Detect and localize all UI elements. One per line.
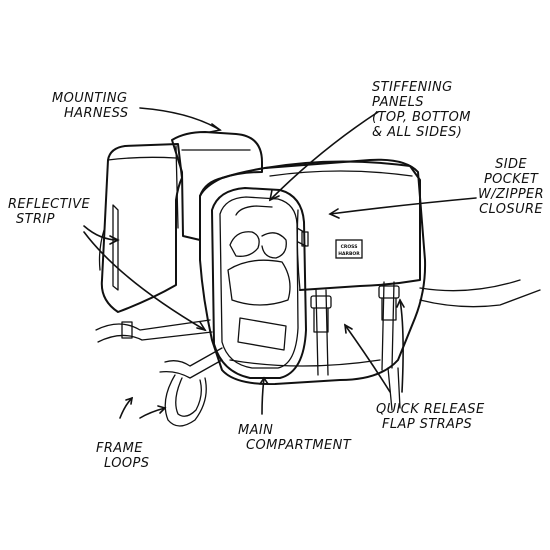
label-reflective-strip: REFLECTIVE STRIP [8, 197, 91, 227]
frame-loop-straps [95, 279, 541, 427]
brand-patch: CROSS HARBOR [335, 239, 363, 259]
label-frame-loops: FRAME LOOPS [96, 441, 150, 471]
label-main-compartment: MAIN COMPARTMENT [238, 423, 352, 453]
pointer-arrows [83, 107, 477, 419]
brand-patch-line-1: CROSS [341, 244, 358, 250]
main-compartment-opening [211, 187, 307, 379]
quick-release-straps [310, 281, 400, 376]
label-side-pocket: SIDE POCKET W/ZIPPER CLOSURE [478, 157, 545, 217]
side-pocket-zipper [301, 231, 309, 247]
mounting-harness-panel [171, 131, 263, 241]
label-mounting-harness: MOUNTING HARNESS [52, 91, 129, 121]
back-pannier [98, 143, 183, 313]
label-stiffening-panels: STIFFENING PANELS (TOP, BOTTOM & ALL SID… [372, 80, 471, 140]
brand-patch-line-2: HARBOR [338, 251, 360, 257]
label-quick-release: QUICK RELEASE FLAP STRAPS [376, 402, 485, 432]
front-pannier [199, 158, 427, 386]
